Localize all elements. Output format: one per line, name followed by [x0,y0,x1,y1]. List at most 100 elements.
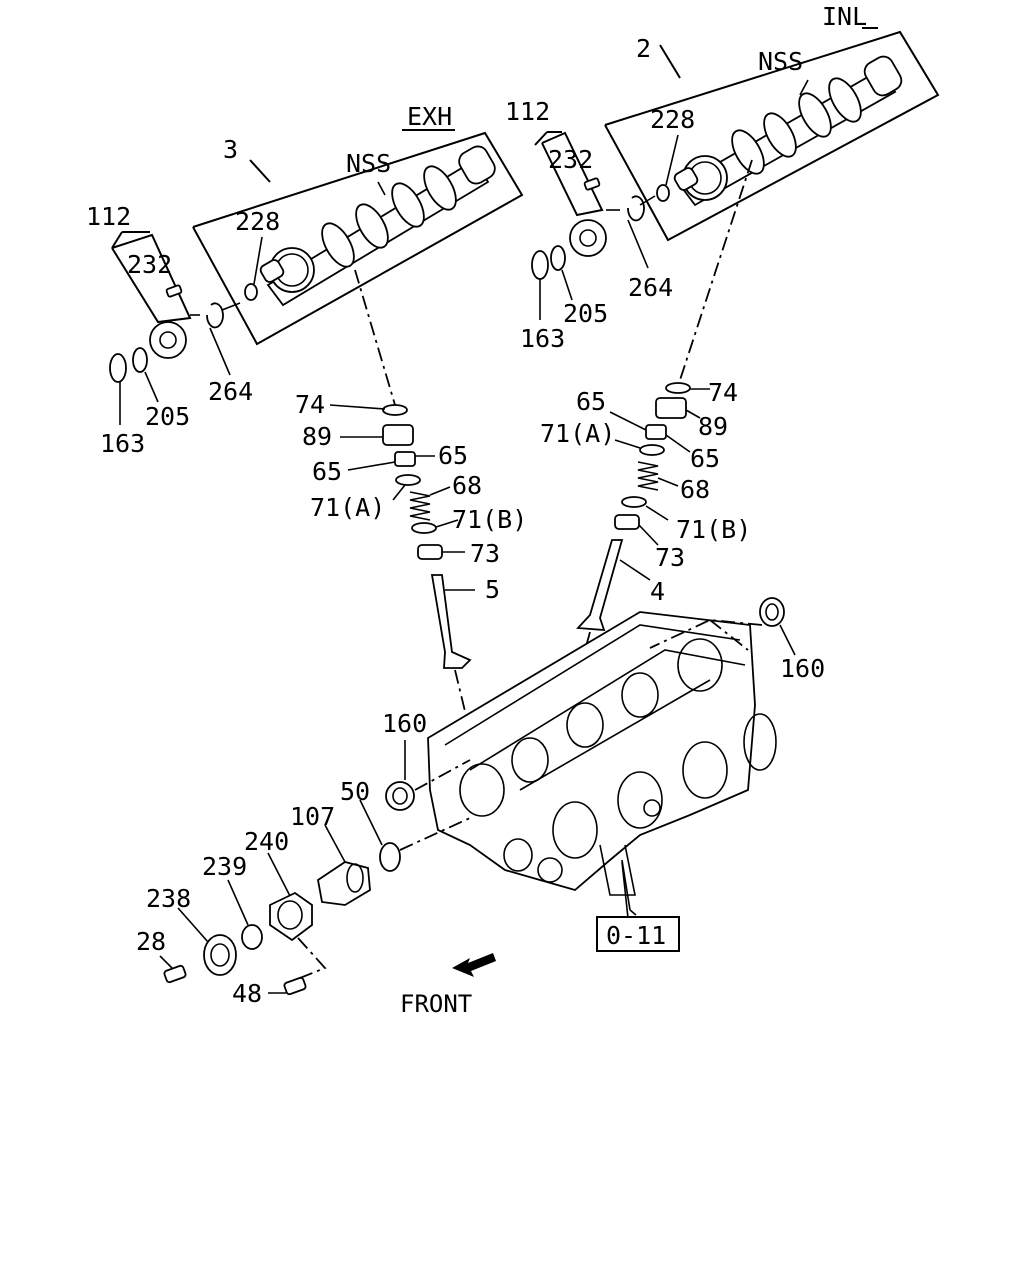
seal-239 [241,924,263,950]
exhaust-camshaft-group [109,129,524,425]
label-73-left: 73 [470,539,500,568]
label-205-left: 205 [145,402,190,431]
label-232-right: 232 [548,145,593,174]
exhaust-sprocket [149,321,187,359]
intake-ring-163 [531,250,549,280]
cotter-65-right [645,424,667,440]
label-4: 4 [650,577,665,606]
spring-68-left [409,491,431,521]
label-inl: INL [822,2,867,31]
intake-valve-4 [576,539,624,632]
plug-160-left [385,740,471,811]
spring-68-right [637,461,659,491]
label-228-left: 228 [235,207,280,236]
intake-valve-train [551,159,753,771]
label-3: 3 [223,135,238,164]
exhaust-sprocket-box [111,233,192,324]
seat-71b-left [411,522,437,534]
intake-sprocket [569,219,607,257]
label-71b-left: 71(B) [452,505,527,534]
oring-50 [379,842,401,872]
label-73-right: 73 [655,543,685,572]
label-163-left: 163 [100,429,145,458]
shim-74-left [382,404,408,416]
label-68-left: 68 [452,471,482,500]
exhaust-camshaft [259,145,496,307]
intake-seal-264 [627,195,645,222]
retainer-71a-left [395,474,421,486]
leader-nss-inl [799,79,809,96]
label-nss-exh: NSS [346,149,391,178]
intake-camshaft [673,55,903,207]
label-89-left: 89 [302,422,332,451]
seal-73-left [417,544,443,560]
exhaust-plug-228 [244,283,258,301]
leader-2 [659,44,681,79]
tappet-89-right [655,397,687,419]
housing-240 [269,891,313,942]
label-2: 2 [636,34,651,63]
shim-74-right [665,382,691,394]
front-label: FRONT [400,990,472,1018]
retainer-71a-right [639,444,665,456]
label-65-left-a: 65 [312,457,342,486]
label-89-right: 89 [698,412,728,441]
intake-camshaft-group [531,27,940,320]
label-71a-right: 71(A) [540,419,615,448]
label-exh: EXH [407,102,452,131]
label-65-right-b: 65 [690,444,720,473]
exhaust-washer-205 [132,347,148,373]
label-264-left: 264 [208,377,253,406]
leader-nss-exh [377,181,386,196]
exhaust-valve-5 [430,574,472,669]
reference-box-label: 0-11 [606,921,666,950]
label-50: 50 [340,777,370,806]
label-205-right: 205 [563,299,608,328]
label-264-right: 264 [628,273,673,302]
exhaust-seal-264 [206,302,224,329]
leader-228-right [665,134,679,186]
exhaust-ring-163 [109,353,127,383]
exhaust-pin-232 [165,284,183,298]
label-nss-inl: NSS [758,47,803,76]
leader-0-11 [621,861,629,919]
label-238: 238 [146,884,191,913]
label-107: 107 [290,802,335,831]
label-71b-right: 71(B) [676,515,751,544]
gear-238 [203,934,237,976]
label-65-right-a: 65 [576,387,606,416]
label-160-right: 160 [780,654,825,683]
intake-pin-232 [583,177,601,191]
label-68-right: 68 [680,475,710,504]
front-arrow-icon [452,953,496,977]
label-112-left: 112 [86,202,131,231]
label-28: 28 [136,927,166,956]
intake-plug-228 [656,184,670,202]
leader-264-right [627,219,649,269]
intake-sprocket-box [541,131,604,217]
leader-3 [249,159,271,183]
reference-box [596,916,680,952]
label-228-right: 228 [650,105,695,134]
seal-73-right [614,514,640,530]
cotter-65-left [394,451,416,467]
intake-washer-205 [550,245,566,271]
label-232-left: 232 [127,250,172,279]
seat-71b-right [621,496,647,508]
tappet-89-left [382,424,414,446]
label-71a-left: 71(A) [310,493,385,522]
bolt-48 [283,976,307,996]
label-65-left-b: 65 [438,441,468,470]
front-drive-assembly [159,799,471,996]
label-239: 239 [202,852,247,881]
label-240: 240 [244,827,289,856]
cylinder-head [427,611,777,916]
label-74-right: 74 [708,378,738,407]
label-5: 5 [485,575,500,604]
label-48: 48 [232,979,262,1008]
bolt-28 [163,964,187,984]
label-163-right: 163 [520,324,565,353]
label-160-left: 160 [382,709,427,738]
label-74-left: 74 [295,390,325,419]
